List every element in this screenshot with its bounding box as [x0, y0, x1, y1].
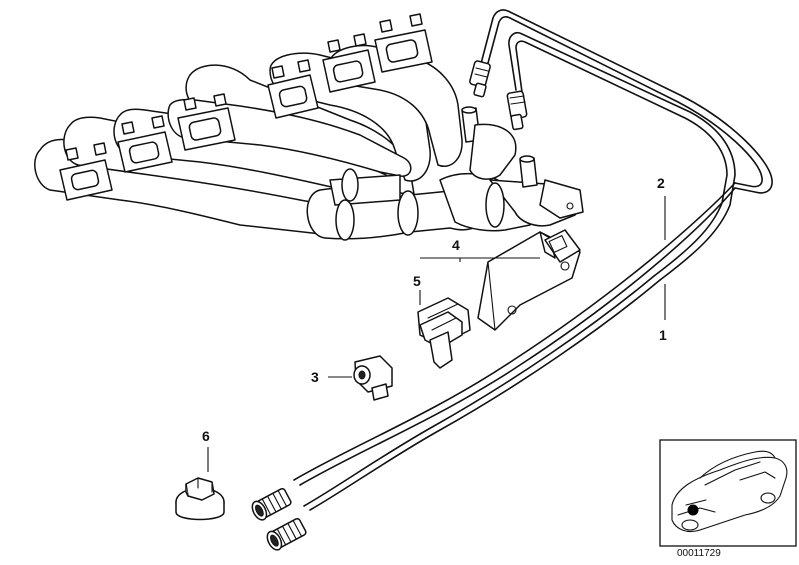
callout-5: 5: [413, 273, 421, 289]
vehicle-locator-inset: 00011729: [659, 439, 797, 559]
callout-1: 1: [659, 327, 667, 343]
plug-icon: [251, 487, 307, 551]
oxygen-sensor-cable-icon: [293, 9, 773, 511]
reference-number: 00011729: [677, 548, 721, 559]
clip-icon: [417, 297, 471, 369]
callout-6: 6: [202, 428, 210, 444]
nut-icon: [175, 477, 225, 521]
leader-lines: [207, 196, 666, 472]
callout-3: 3: [311, 369, 319, 385]
callout-2: 2: [657, 175, 665, 191]
callout-4: 4: [452, 237, 460, 253]
nut-icon: [353, 355, 393, 401]
vehicle-locator-icon: [671, 450, 788, 533]
bracket-icon: [477, 229, 581, 331]
exhaust-manifold-icon: [34, 13, 584, 241]
